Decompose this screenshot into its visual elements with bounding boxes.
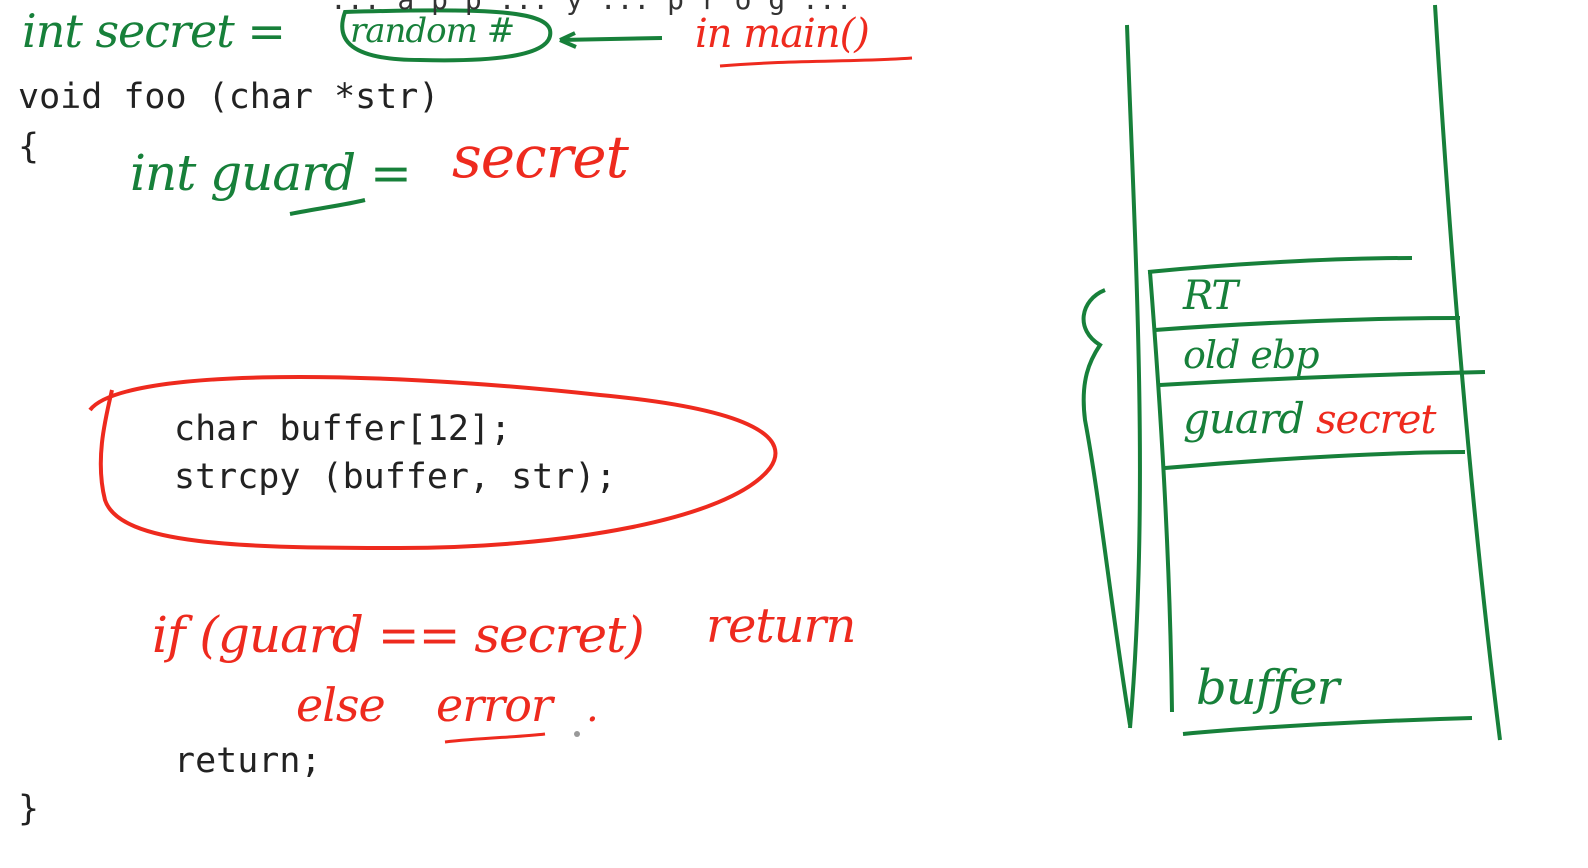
period-note: . bbox=[586, 685, 599, 731]
stack-guard-value: secret bbox=[1316, 397, 1436, 443]
code-buffer-decl: char buffer[12]; bbox=[174, 409, 512, 449]
pointer-dot bbox=[574, 731, 580, 737]
open-brace: { bbox=[18, 127, 40, 167]
error-underline bbox=[444, 732, 546, 744]
main-underline bbox=[719, 56, 913, 68]
code-return: return; bbox=[174, 741, 322, 781]
stack-rt: RT bbox=[1183, 273, 1238, 319]
error-note: error bbox=[436, 678, 553, 732]
stack-buffer: buffer bbox=[1196, 660, 1340, 716]
cut-off-top-line: ... a p p ... y ... p r o g ... bbox=[330, 0, 853, 14]
int-guard-note: int guard = bbox=[130, 144, 412, 202]
return-note: return bbox=[706, 598, 856, 654]
buffer-highlight-loop bbox=[88, 375, 778, 551]
code-strcpy: strcpy (buffer, str); bbox=[174, 457, 617, 497]
else-note: else bbox=[296, 678, 386, 732]
guard-underline bbox=[289, 198, 366, 216]
in-main-note: in main() bbox=[695, 11, 870, 57]
stack-old-ebp: old ebp bbox=[1183, 333, 1320, 377]
random-note: random # bbox=[350, 11, 515, 51]
if-guard-check: if (guard == secret) bbox=[152, 606, 645, 664]
function-signature: void foo (char *str) bbox=[18, 77, 440, 117]
stack-diagram bbox=[1081, 4, 1502, 741]
int-secret-note: int secret = bbox=[22, 4, 286, 58]
random-circle bbox=[340, 8, 553, 63]
stack-guard: guard bbox=[1183, 394, 1305, 443]
arrow-to-random bbox=[559, 31, 663, 49]
guard-secret-note: secret bbox=[452, 123, 629, 191]
close-brace: } bbox=[18, 789, 40, 829]
